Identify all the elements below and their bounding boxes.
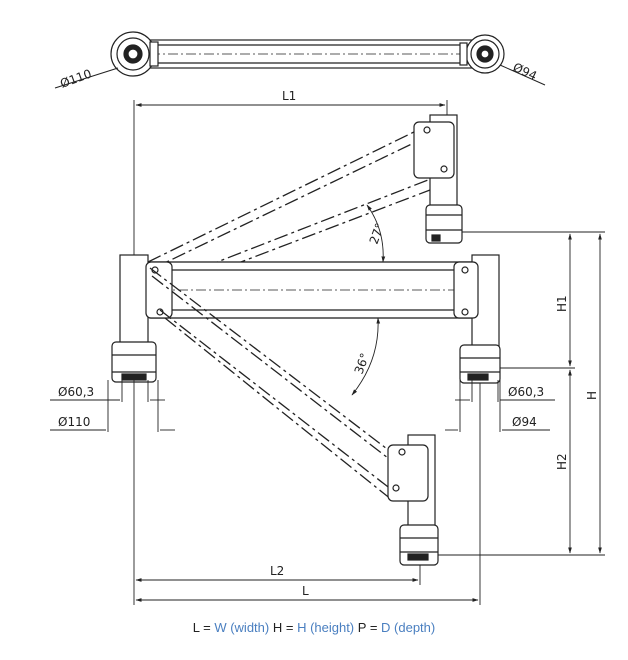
caption-h-key: H = bbox=[272, 620, 294, 635]
top-view-right-joint bbox=[459, 34, 505, 74]
top-right-dia-label: Ø94 bbox=[511, 60, 539, 83]
l-label: L bbox=[302, 584, 309, 598]
legend-caption: L = W (width) H = H (height) P = D (dept… bbox=[0, 620, 628, 635]
caption-l-value: W (width) bbox=[214, 620, 270, 635]
bottom-length-dims bbox=[133, 380, 481, 605]
caption-p-key: P = bbox=[357, 620, 378, 635]
left-column bbox=[111, 254, 173, 383]
h1-label: H1 bbox=[555, 295, 569, 312]
top-view-left-joint bbox=[110, 31, 159, 77]
caption-p-value: D (depth) bbox=[381, 620, 436, 635]
angle-lower-label: 36° bbox=[352, 351, 372, 376]
caption-l-key: L = bbox=[192, 620, 211, 635]
right-dia-large-label: Ø94 bbox=[512, 415, 537, 429]
upper-arm-dashed bbox=[147, 129, 431, 293]
angle-upper-arc bbox=[366, 204, 386, 263]
upper-arm-end bbox=[413, 114, 463, 244]
l1-label: L1 bbox=[282, 89, 296, 103]
main-arm bbox=[149, 261, 473, 319]
angle-upper-label: 27° bbox=[367, 221, 387, 246]
caption-h-value: H (height) bbox=[297, 620, 355, 635]
h2-label: H2 bbox=[555, 453, 569, 470]
right-dia-small-label: Ø60,3 bbox=[508, 385, 544, 399]
l2-label: L2 bbox=[270, 564, 284, 578]
left-dia-large-label: Ø110 bbox=[58, 415, 90, 429]
h-label: H bbox=[585, 391, 599, 400]
right-column bbox=[453, 254, 501, 384]
l1-dimension bbox=[133, 100, 448, 262]
height-dims bbox=[438, 231, 605, 556]
lower-arm-dashed bbox=[149, 267, 398, 501]
angle-lower-arc bbox=[351, 317, 381, 396]
top-view-arm bbox=[144, 39, 491, 69]
top-dia-leaders bbox=[54, 64, 546, 89]
left-dia-dims bbox=[50, 380, 175, 432]
left-dia-small-label: Ø60,3 bbox=[58, 385, 94, 399]
lower-arm-end bbox=[387, 434, 439, 566]
top-left-dia-label: Ø110 bbox=[58, 67, 93, 91]
right-dia-dims bbox=[445, 380, 555, 432]
